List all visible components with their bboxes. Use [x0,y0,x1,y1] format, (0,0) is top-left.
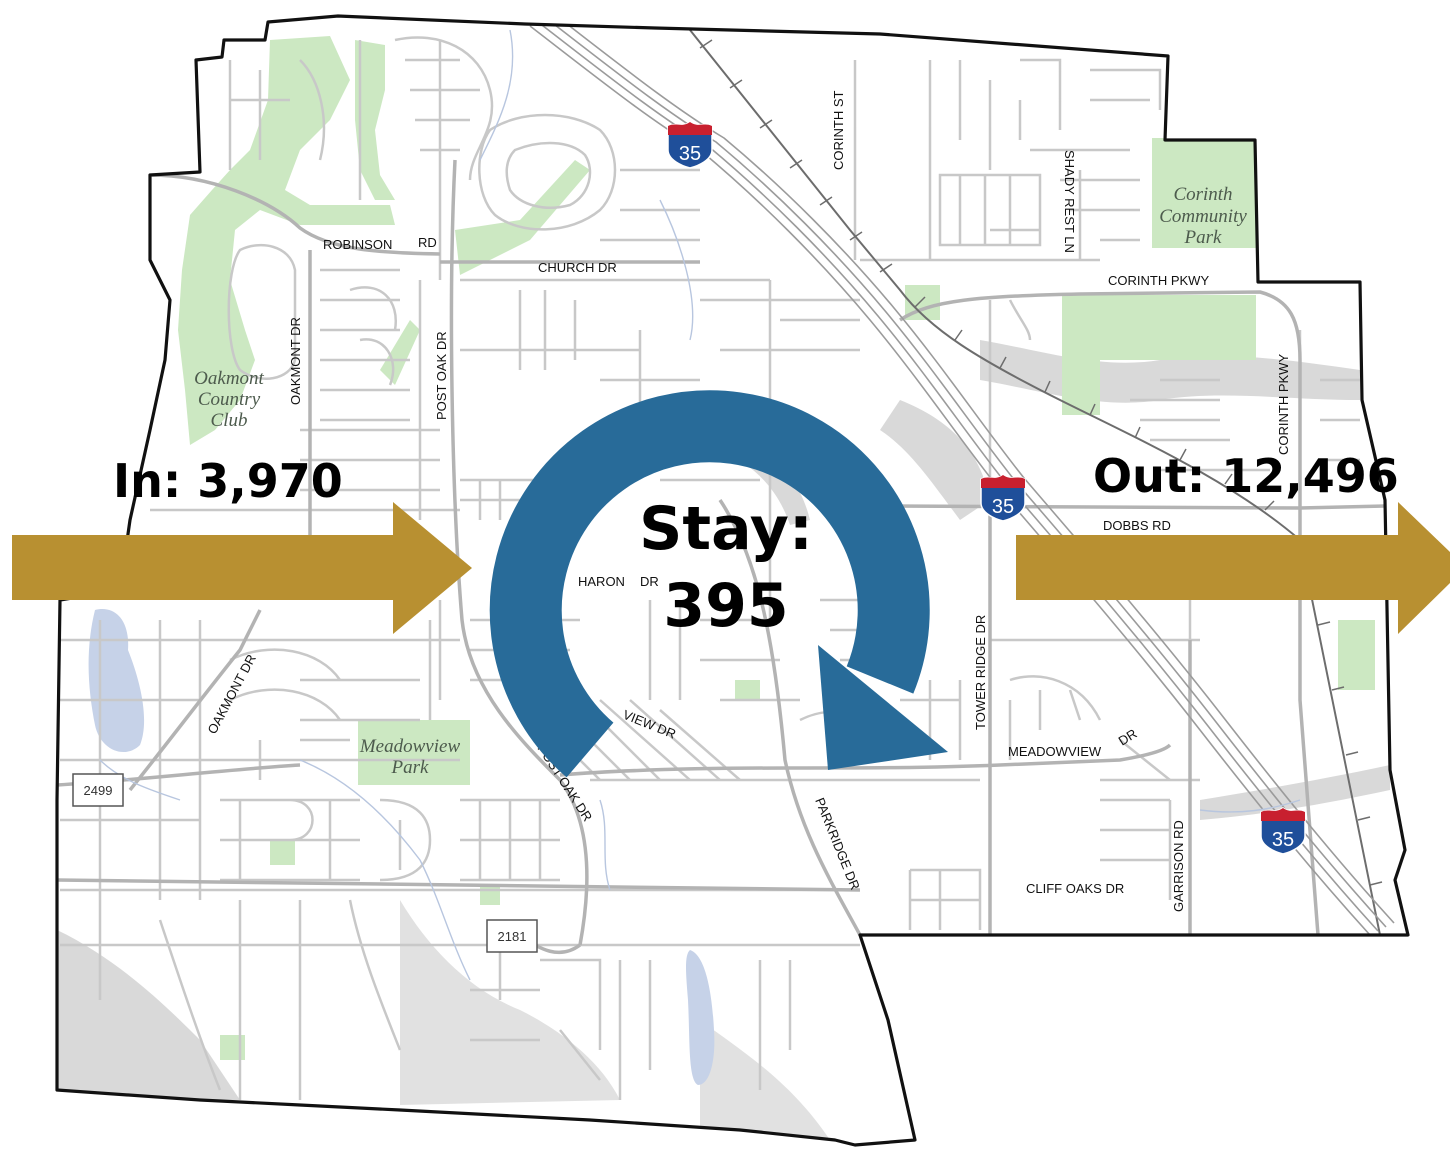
dobbs-rd-label: DOBBS RD [1103,518,1171,533]
road-network [60,36,1360,1100]
fm-2499-shield-label: 2499 [84,783,113,798]
church-dr-label: CHURCH DR [538,260,617,275]
interstate-35-shield-center: 35 [980,474,1026,522]
oakmont-dr-north-label: OAKMONT DR [288,317,303,405]
major-roads [57,159,1386,955]
city-boundary [55,14,1410,1147]
corinth-st-label: CORINTH ST [831,91,846,171]
oakmont-country-club-label-3: Club [211,410,248,431]
inflow-arrow [12,502,472,634]
shady-rest-ln-label: SHADY REST LN [1062,150,1077,253]
inflow-label: In: 3,970 [113,454,343,508]
stay-value: 395 [663,571,788,641]
stay-label: Stay: [639,494,813,564]
corinth-community-park-label-2: Community [1159,206,1247,227]
interstate-35-shield-south-label: 35 [1272,829,1294,851]
fm-2499-shield: 2499 [72,773,124,807]
tower-ridge-dr-label: TOWER RIDGE DR [973,615,988,730]
interstate-35-shield-center-label: 35 [992,496,1014,518]
corinth-community-park-label-3: Park [1184,227,1223,248]
corinth-community-park-label-1: Corinth [1173,184,1232,205]
interstate-35-shield-south: 35 [1260,807,1306,855]
corinth-pkwy-label: CORINTH PKWY [1108,273,1209,288]
interstate-35-shield-north-label: 35 [679,143,701,165]
interstate-35-shield-north: 35 [667,121,713,169]
robinson-rd-suffix-label: RD [418,235,437,250]
park-labels: Oakmont Country Club Corinth Community P… [194,184,1247,778]
meadowview-dr-label: MEADOWVIEW [1008,744,1102,759]
outflow-arrow [1016,502,1450,634]
meadowview-park-label-1: Meadowview [359,736,461,757]
oakmont-country-club-label-2: Country [198,389,261,410]
fm-2181-shield-label: 2181 [498,929,527,944]
cliff-oaks-dr-label: CLIFF OAKS DR [1026,881,1124,896]
stay-circular-arrow [489,390,948,778]
outflow-label: Out: 12,496 [1093,449,1399,503]
corinth-pkwy-vertical-label: CORINTH PKWY [1276,354,1291,455]
water-bodies [88,609,715,1085]
oakmont-country-club-label-1: Oakmont [194,368,264,389]
railroad [689,29,1383,936]
fm-2181-shield: 2181 [486,919,538,953]
garrison-rd-label: GARRISON RD [1171,820,1186,912]
streams [99,29,1301,981]
robinson-rd-label: ROBINSON [323,237,392,252]
sharon-dr-label: HARON [578,574,625,589]
meadowview-park-label-2: Park [391,757,430,778]
post-oak-dr-north-label: POST OAK DR [434,331,449,420]
sharon-dr-suffix-label: DR [640,574,659,589]
